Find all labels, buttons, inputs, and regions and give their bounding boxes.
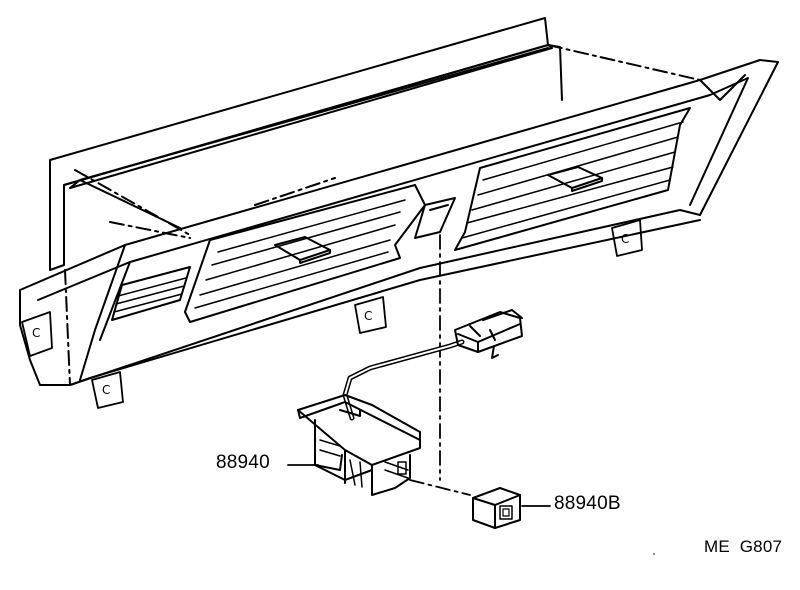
mounting-clips: C C C C [22,220,642,408]
svg-text:C: C [102,383,110,397]
connector [455,312,522,352]
svg-text:C: C [32,326,40,340]
sensor-88940 [298,395,420,495]
part-number-88940: 88940 [216,452,270,473]
wire-harness [345,310,522,418]
right-vent-opening [455,108,690,250]
part-number-88940b: 88940B [554,493,621,514]
illustration-code: ME G807 [704,537,783,556]
sensor-cap-88940b [473,488,520,528]
left-vent-opening [185,185,425,322]
right-louver-tab [548,167,602,188]
svg-text:C: C [621,232,629,246]
rear-frame [50,18,548,270]
svg-text:C: C [364,309,372,323]
left-grille [112,267,190,320]
center-slot [415,198,455,238]
vent-panel-assembly: C C C C [20,18,778,408]
